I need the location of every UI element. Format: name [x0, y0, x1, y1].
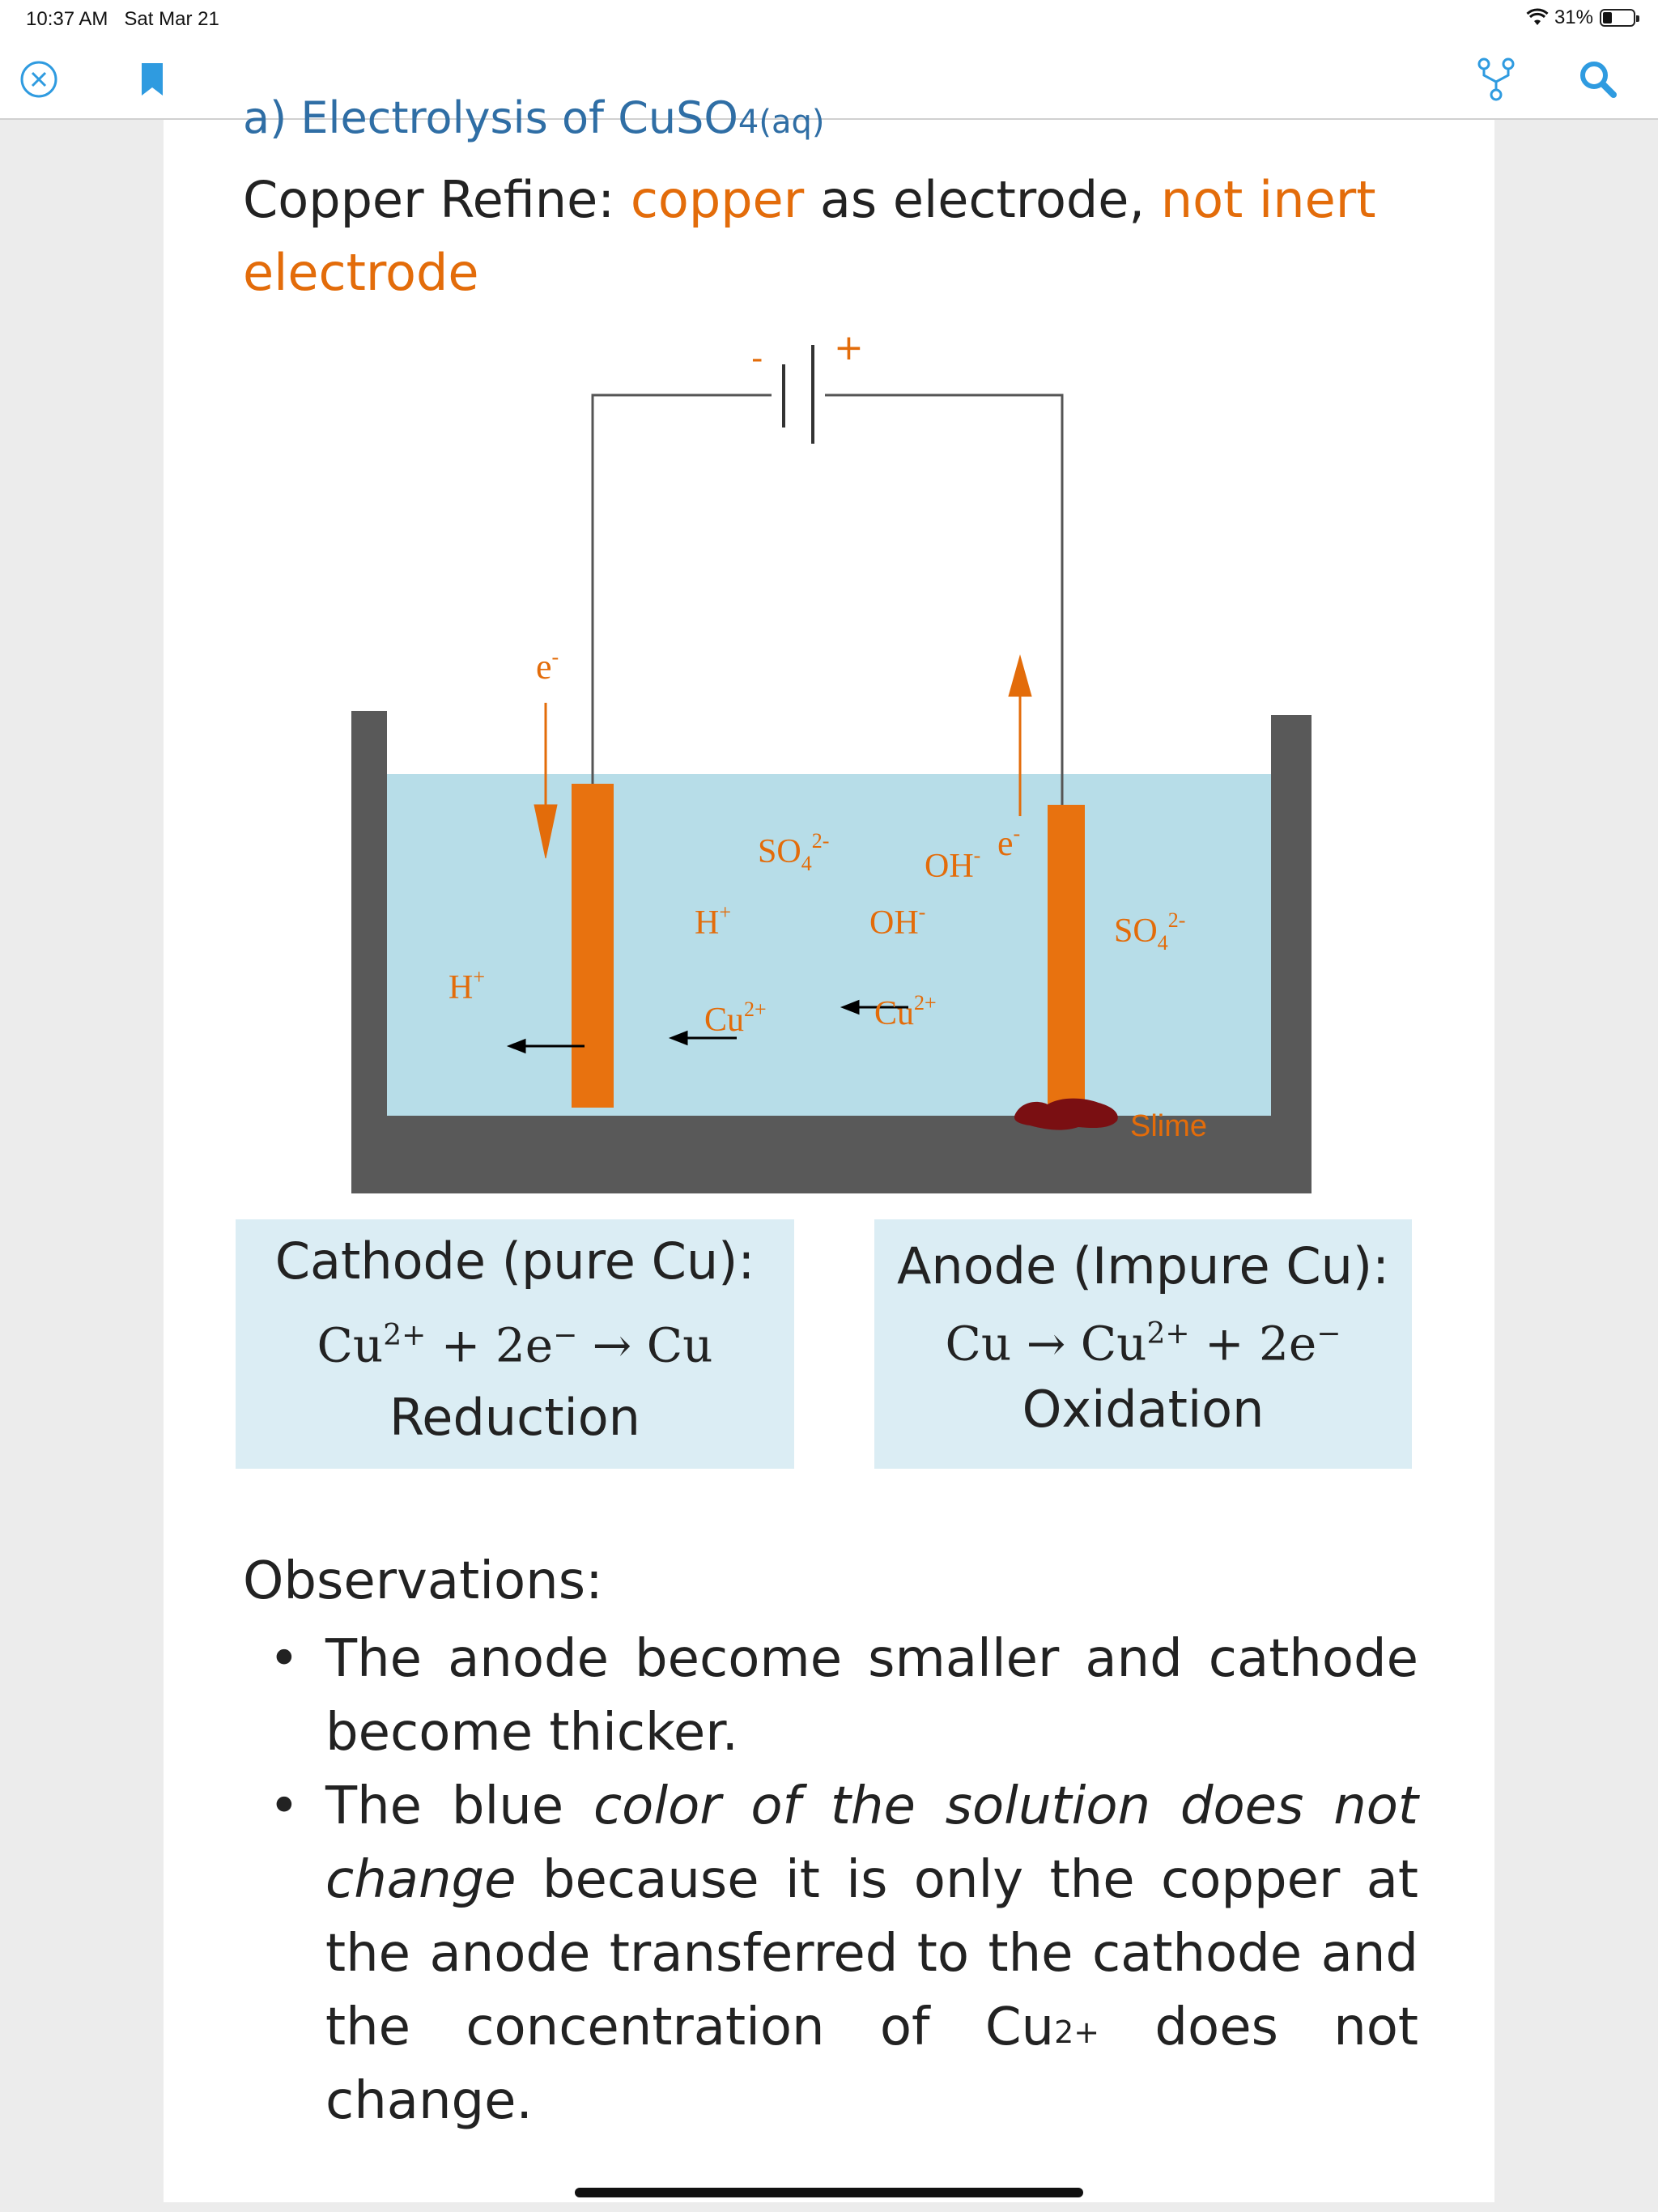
wire [591, 393, 1064, 808]
wifi-icon [1526, 8, 1549, 25]
cathode-title: Cathode (pure Cu): [274, 1231, 755, 1291]
ion-h-left: H+ [449, 965, 486, 1006]
search-button[interactable] [1574, 55, 1622, 104]
electron-arrow-left [534, 703, 558, 859]
solution [387, 774, 1271, 1116]
status-bar: 10:37 AM Sat Mar 21 31% [0, 0, 1658, 42]
cathode-reaction-type: Reduction [389, 1388, 640, 1448]
observations-list: The anode become smaller and cathode bec… [269, 1623, 1418, 2138]
anode-box: Anode (Impure Cu): Cu → Cu2+ + 2e− Oxida… [874, 1219, 1412, 1469]
page-title: Copper Refine: copper as electrode, not … [243, 170, 1376, 302]
electron-label-left: e- [536, 645, 559, 687]
close-icon [20, 61, 57, 98]
anode-equation: Cu → Cu2+ + 2e− [945, 1316, 1341, 1372]
share-icon [1477, 57, 1515, 101]
battery-percent: 31% [1554, 6, 1593, 28]
status-right: 31% [1526, 6, 1639, 29]
ion-so4-right: SO42- [1114, 908, 1186, 955]
battery-icon [1600, 9, 1639, 27]
anode-reaction-type: Oxidation [1022, 1380, 1265, 1440]
electron-arrow-right [1008, 654, 1032, 816]
ion-so4-left: SO42- [758, 829, 830, 875]
electron-label-right: e- [997, 822, 1021, 863]
home-indicator[interactable] [575, 2188, 1083, 2197]
ion-cu-right: Cu2+ [874, 991, 937, 1032]
observations-title: Observations: [243, 1551, 603, 1611]
document-page: a) Electrolysis of CuSO4(aq) Copper Refi… [164, 92, 1494, 2202]
cathode-box: Cathode (pure Cu): Cu2+ + 2e− → Cu Reduc… [236, 1219, 794, 1469]
ion-arrows [506, 999, 908, 1054]
bookmark-button[interactable] [138, 58, 167, 100]
section-heading: a) Electrolysis of CuSO4(aq) [243, 92, 825, 143]
share-button[interactable] [1473, 55, 1519, 104]
slime-label: Slime [1130, 1109, 1208, 1143]
diagram-svg [351, 345, 1312, 1193]
status-time: 10:37 AM Sat Mar 21 [26, 8, 219, 30]
cathode-electrode [572, 784, 614, 1108]
beaker [351, 711, 1312, 1193]
battery-negative-label: - [751, 340, 763, 377]
anode-title: Anode (Impure Cu): [896, 1236, 1389, 1295]
list-item: The anode become smaller and cathode bec… [269, 1623, 1418, 1770]
search-icon [1580, 62, 1617, 98]
ion-oh-mid: OH- [869, 900, 926, 942]
slime-blob [1014, 1098, 1118, 1130]
ion-h-center: H+ [695, 900, 732, 942]
bookmark-icon [142, 63, 163, 96]
close-button[interactable] [16, 57, 62, 102]
cathode-equation: Cu2+ + 2e− → Cu [317, 1317, 713, 1373]
electrolysis-diagram: - + e- e- SO42- OH- H+ OH- SO42- H+ Cu2+… [164, 120, 1494, 1496]
ion-cu-left: Cu2+ [704, 998, 767, 1039]
anode-electrode [1048, 805, 1085, 1109]
battery-positive-label: + [834, 327, 864, 368]
ion-oh-top: OH- [925, 844, 981, 885]
toolbar [0, 42, 1658, 120]
list-item: The blue color of the solution does not … [269, 1770, 1418, 2138]
